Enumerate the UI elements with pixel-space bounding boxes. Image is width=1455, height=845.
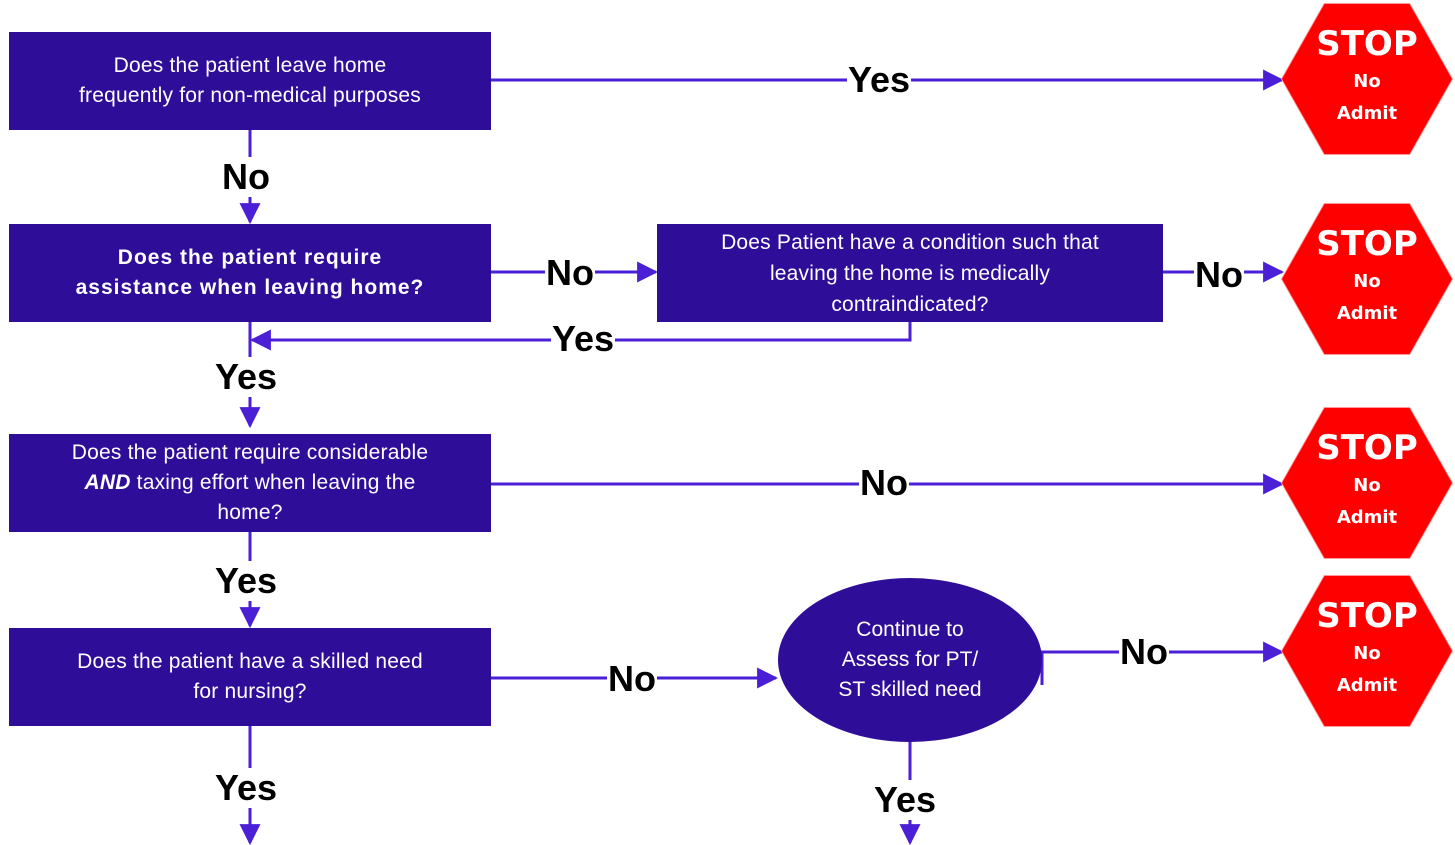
stop-sign: STOP No Admit	[1282, 576, 1452, 726]
question-text-line: assistance when leaving home?	[75, 276, 425, 299]
continue-assess-oval: Continue to Assess for PT/ ST skilled ne…	[778, 578, 1042, 742]
stop-line: Admit	[1336, 507, 1398, 528]
stop-sign: STOP No Admit	[1282, 204, 1452, 354]
question-text-line: Does the patient require considerable	[71, 441, 429, 464]
question-text-line: home?	[217, 501, 283, 524]
stop-line: No	[1353, 71, 1381, 92]
question-text-line: Does the patient leave home	[113, 54, 387, 77]
question-skilled-nursing-need: Does the patient have a skilled need for…	[9, 628, 491, 726]
stop-line: No	[1353, 643, 1381, 664]
edge-label-yes: Yes	[551, 318, 616, 359]
question-text-line: AND taxing effort when leaving the	[72, 468, 428, 498]
question-require-assistance: Does the patient require assistance when…	[9, 224, 491, 322]
question-text-line: Does the patient have a skilled need	[77, 650, 423, 673]
question-text-fragment: taxing effort when leaving the	[130, 471, 416, 494]
edge-label-no: No	[1194, 254, 1244, 295]
stop-sign: STOP No Admit	[1282, 4, 1452, 154]
edge-label-no: No	[545, 252, 595, 293]
edge-label-no: No	[1119, 631, 1169, 672]
emphasis-and: AND	[84, 471, 131, 494]
stop-line: Admit	[1336, 675, 1398, 696]
stop-title: STOP	[1316, 428, 1418, 468]
stop-line: Admit	[1336, 303, 1398, 324]
edge-label-no: No	[859, 462, 909, 503]
stop-line: Admit	[1336, 103, 1398, 124]
connector-q2b-yes	[249, 322, 912, 351]
stop-line: No	[1353, 271, 1381, 292]
edge-label-yes: Yes	[847, 59, 912, 100]
stop-line: No	[1353, 475, 1381, 496]
question-medically-contraindicated: Does Patient have a condition such that …	[657, 224, 1163, 322]
connector-oval-no	[1040, 641, 1285, 685]
stop-title: STOP	[1316, 224, 1418, 264]
edge-label-yes: Yes	[214, 356, 279, 397]
question-text-line: Does Patient have a condition such that	[721, 230, 1099, 254]
edge-label-no: No	[221, 156, 271, 197]
stop-sign: STOP No Admit	[1282, 408, 1452, 558]
question-text-line: frequently for non-medical purposes	[78, 84, 421, 107]
question-text-line: contraindicated?	[831, 292, 989, 316]
question-leave-home-frequently: Does the patient leave home frequently f…	[9, 32, 491, 130]
question-text-line: leaving the home is medically	[769, 261, 1051, 285]
edge-label-yes: Yes	[214, 767, 279, 808]
oval-text-line: Continue to	[856, 618, 964, 641]
edge-label-no: No	[607, 658, 657, 699]
oval-text-line: Assess for PT/	[841, 648, 979, 671]
edge-label-yes: Yes	[873, 779, 938, 820]
stop-title: STOP	[1316, 596, 1418, 636]
stop-title: STOP	[1316, 24, 1418, 64]
question-text-line: for nursing?	[193, 680, 307, 703]
edge-label-yes: Yes	[214, 560, 279, 601]
oval-text-line: ST skilled need	[838, 678, 982, 701]
question-considerable-taxing-effort: Does the patient require considerable AN…	[9, 434, 491, 532]
question-text-line: Does the patient require	[117, 246, 383, 269]
